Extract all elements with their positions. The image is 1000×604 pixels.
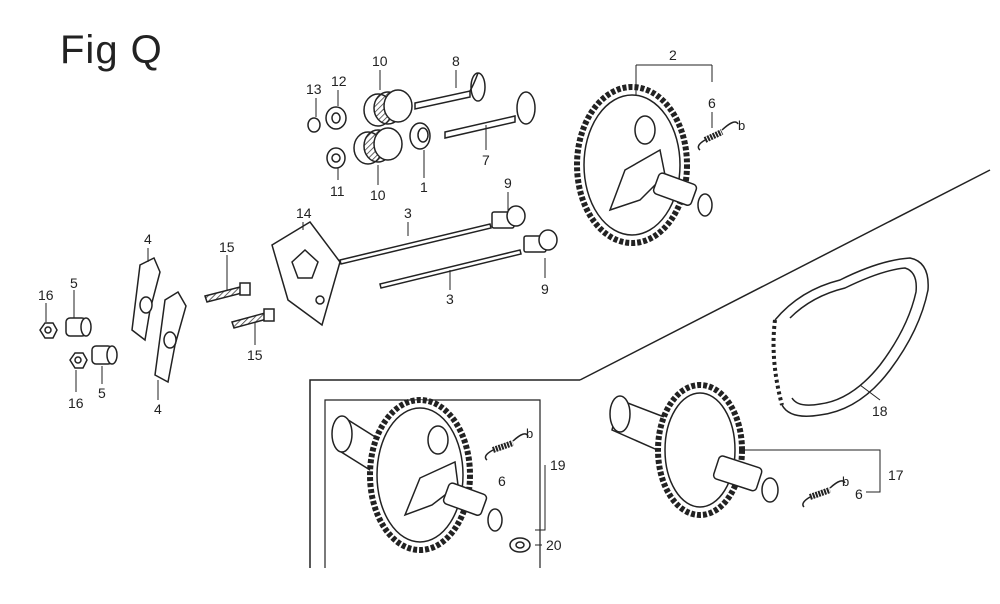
tappet-lower [523,229,558,253]
callout-4-upper: 4 [144,231,152,247]
callout-b-inset: b [526,426,533,441]
callout-10-upper: 10 [372,53,388,69]
retainer-1 [409,122,431,150]
callout-20: 20 [546,537,562,553]
callout-4-lower: 4 [154,401,162,417]
rocker-arm-lower [154,290,187,384]
camshaft-gear-2 [574,84,713,246]
callout-9-upper: 9 [504,175,512,191]
callout-13: 13 [306,81,322,97]
callout-9-lower: 9 [541,281,549,297]
callout-3-upper: 3 [404,205,412,221]
valve-8 [414,72,486,110]
timing-chain-18 [771,257,929,417]
spring-6-top [697,121,739,151]
leader-lines [45,64,881,546]
callout-16-lower: 16 [68,395,84,411]
rocker-arm-upper [131,256,161,342]
camshaft-gear-19 [331,397,503,553]
stud-upper [204,282,251,303]
callout-15-lower: 15 [247,347,263,363]
pushrod-lower [379,249,522,289]
ring-13 [307,117,321,133]
washer-12 [325,106,347,130]
callout-17: 17 [888,467,904,483]
nut-upper [39,322,58,339]
callout-18: 18 [872,403,888,419]
callout-6-inset: 6 [498,473,506,489]
callout-b-top: b [738,118,745,133]
callout-5-upper: 5 [70,275,78,291]
callout-19: 19 [550,457,566,473]
callout-b-lower: b [842,474,849,489]
valve-spring-upper [363,89,413,127]
callout-6-top: 6 [708,95,716,111]
spring-6-inset [484,433,529,461]
valve-spring-lower [353,127,403,165]
callout-12: 12 [331,73,347,89]
spring-6-lower [802,480,846,508]
camshaft-gear-17 [609,382,779,518]
figure-title: Fig Q [60,28,163,72]
callout-2: 2 [669,47,677,63]
callout-14: 14 [296,205,312,221]
callout-1: 1 [420,179,428,195]
callout-10-lower: 10 [370,187,386,203]
callout-5-lower: 5 [98,385,106,401]
pivot-upper [65,317,92,337]
tappet-upper [491,205,526,229]
callout-11: 11 [330,183,345,199]
stud-lower [231,308,275,329]
inset-frame [309,379,580,568]
guide-plate [271,221,341,327]
pivot-lower [91,345,118,365]
callout-15-upper: 15 [219,239,235,255]
callout-3-lower: 3 [446,291,454,307]
washer-20 [509,537,531,553]
pushrod-upper [339,223,492,265]
nut-lower [69,352,88,369]
valve-7 [444,91,536,139]
callout-6-lower: 6 [855,486,863,502]
washer-11 [326,147,346,169]
divider-line [579,169,991,381]
callout-16-upper: 16 [38,287,54,303]
callout-7: 7 [482,152,490,168]
callout-8: 8 [452,53,460,69]
